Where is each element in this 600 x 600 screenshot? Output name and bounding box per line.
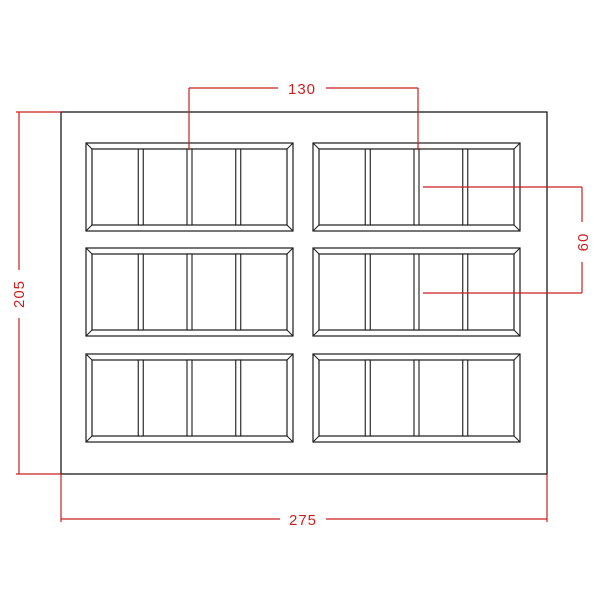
panel-bevel-line [286, 142, 294, 150]
panel-mullion [137, 253, 144, 331]
top-span-dimension: 130 [188, 81, 419, 150]
panel-mullion [462, 253, 469, 331]
panel-mullion [235, 148, 242, 226]
panel-bevel-line [85, 435, 93, 443]
panel-bevel-line [286, 329, 294, 337]
panel-bevel-line [85, 142, 93, 150]
panel-bevel-line [312, 247, 320, 255]
panel-mullion [186, 359, 193, 437]
panel-bevel-line [513, 224, 521, 232]
panel-bevel-line [85, 247, 93, 255]
overall-height-dimension: 205 [11, 111, 61, 475]
door-panel [85, 247, 294, 337]
panel-bevel-line [312, 329, 320, 337]
panel-bevel-line [513, 435, 521, 443]
door-panel [85, 142, 294, 232]
panel-bevel-line [513, 142, 521, 150]
panel-bevel-line [286, 435, 294, 443]
panel-mullion [186, 148, 193, 226]
door-panel [312, 247, 521, 337]
panel-bevel-line [312, 142, 320, 150]
panel-mullion [364, 148, 371, 226]
panel-bevel-line [85, 224, 93, 232]
panel-bevel-line [286, 247, 294, 255]
panel-mullion [364, 253, 371, 331]
panel-bevel-line [286, 224, 294, 232]
right-span-label: 60 [575, 233, 592, 252]
panel-mullion [137, 359, 144, 437]
panel-mullion [413, 359, 420, 437]
panel-mullion [137, 148, 144, 226]
panel-bevel-line [85, 329, 93, 337]
door-panel [85, 353, 294, 443]
overall-width-dimension: 275 [60, 474, 548, 529]
panel-bevel-line [312, 224, 320, 232]
overall-width-label: 275 [289, 512, 317, 529]
panel-mullion [186, 253, 193, 331]
panel-bevel-line [85, 353, 93, 361]
panel-bevel-line [312, 435, 320, 443]
panel-mullion [413, 148, 420, 226]
panel-mullion [462, 359, 469, 437]
panel-mullion [235, 253, 242, 331]
panel-bevel-line [286, 353, 294, 361]
panel-mullion [364, 359, 371, 437]
panel-bevel-line [513, 329, 521, 337]
panel-mullion [235, 359, 242, 437]
panel-bevel-line [312, 353, 320, 361]
door-panel [312, 353, 521, 443]
panel-bevel-line [513, 247, 521, 255]
panel-bevel-line [513, 353, 521, 361]
overall-height-label: 205 [11, 280, 28, 308]
right-span-dimension: 60 [423, 186, 592, 294]
top-span-label: 130 [288, 81, 316, 98]
panel-mullion [413, 253, 420, 331]
